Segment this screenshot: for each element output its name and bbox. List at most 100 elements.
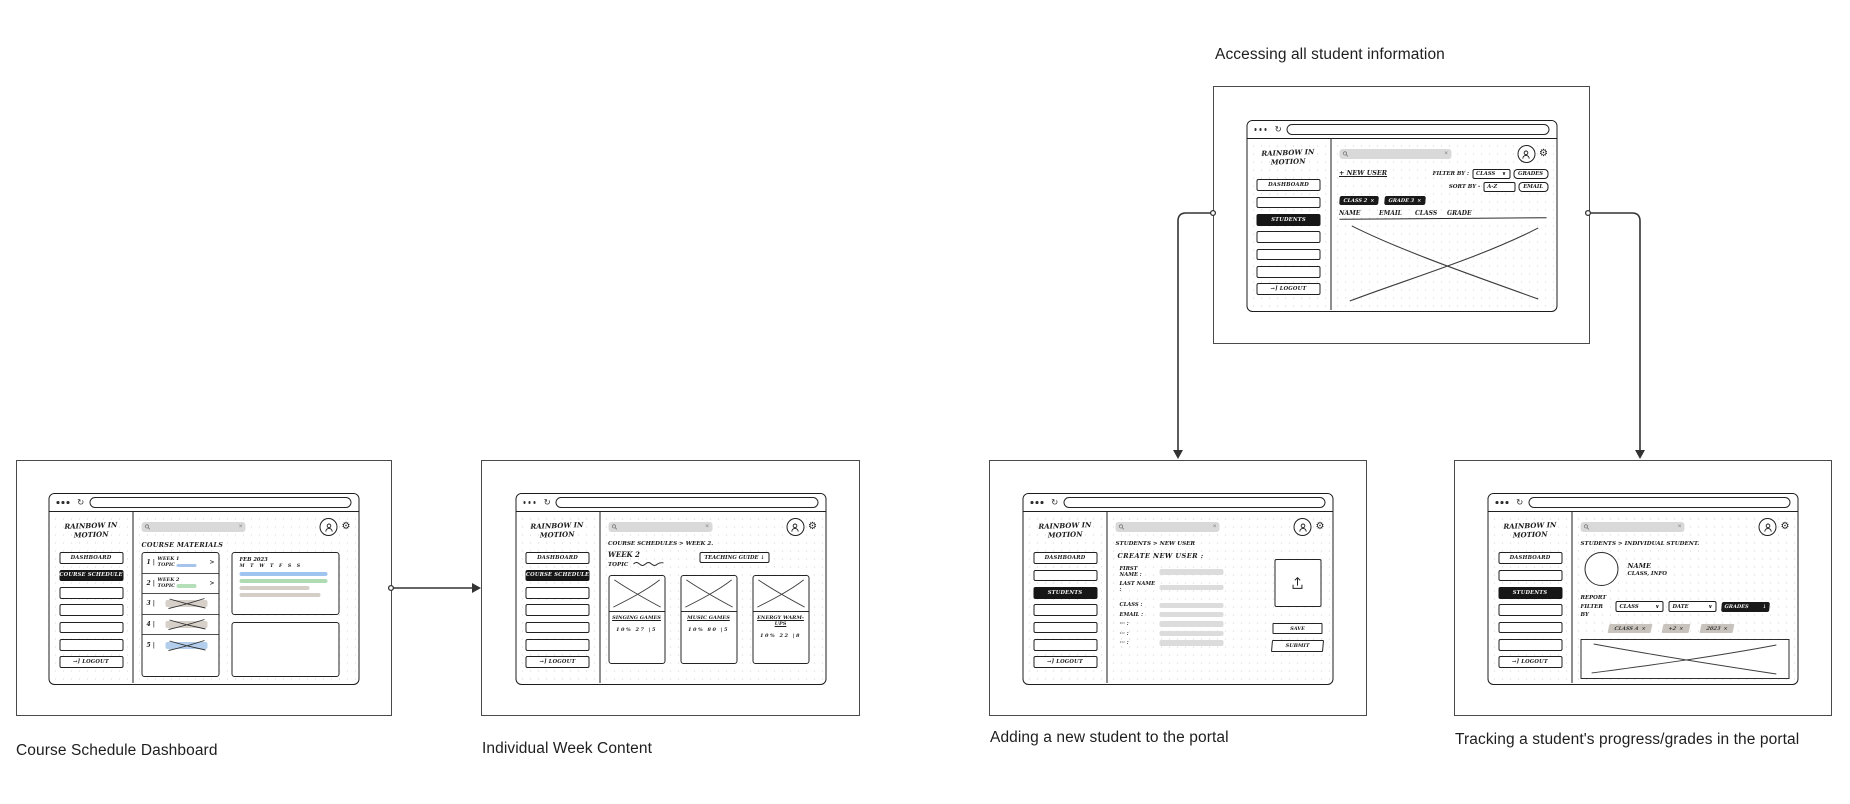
grades-filter-button[interactable]: GRADES bbox=[1513, 169, 1548, 179]
sidebar-item-blank[interactable] bbox=[1256, 231, 1321, 243]
search-input[interactable]: × bbox=[1115, 521, 1220, 533]
col-header-class[interactable]: CLASS bbox=[1415, 210, 1438, 217]
text-field[interactable] bbox=[1159, 569, 1224, 575]
upload-box[interactable] bbox=[1274, 559, 1321, 607]
week-row[interactable]: 2 | WEEK 2 TOPIC > bbox=[142, 574, 219, 594]
grades-export-button[interactable]: GRADES ↓ bbox=[1721, 601, 1770, 612]
reload-icon[interactable]: ↻ bbox=[543, 497, 551, 508]
sidebar-item-blank[interactable] bbox=[1033, 621, 1097, 634]
class-filter-dropdown[interactable]: CLASS ∨ bbox=[1472, 169, 1511, 179]
gear-icon[interactable]: ⚙ bbox=[1315, 521, 1325, 532]
az-sort-dropdown[interactable]: A-Z bbox=[1483, 181, 1516, 192]
sidebar-item-blank[interactable] bbox=[1033, 638, 1097, 651]
avatar-icon[interactable] bbox=[319, 518, 338, 536]
col-header-email[interactable]: EMAIL bbox=[1379, 210, 1402, 217]
search-input[interactable]: × bbox=[1339, 148, 1451, 160]
logout-button[interactable]: →] LOGOUT bbox=[1256, 283, 1321, 295]
week-row-crossed[interactable]: 4 | bbox=[142, 615, 219, 635]
sidebar-item-blank[interactable] bbox=[59, 586, 123, 599]
sidebar-item-blank[interactable] bbox=[525, 586, 590, 599]
save-button[interactable]: SAVE bbox=[1272, 623, 1323, 634]
date-filter-dropdown[interactable]: DATE ∨ bbox=[1668, 601, 1717, 613]
sidebar-item-blank[interactable] bbox=[1256, 196, 1321, 209]
search-clear-icon[interactable]: × bbox=[1212, 522, 1217, 530]
filter-chip[interactable]: CLASS A × bbox=[1607, 623, 1653, 633]
teaching-guide-button[interactable]: TEACHING GUIDE ↓ bbox=[699, 552, 770, 563]
filter-chip[interactable]: 2023 × bbox=[1699, 623, 1735, 633]
sidebar-item-blank[interactable] bbox=[1256, 265, 1321, 278]
sidebar-item-students[interactable]: STUDENTS bbox=[1033, 586, 1097, 599]
avatar-icon[interactable] bbox=[786, 518, 805, 536]
sidebar-item-blank[interactable] bbox=[59, 621, 123, 634]
class-filter-dropdown[interactable]: CLASS ∨ bbox=[1615, 601, 1664, 613]
sidebar-item-blank[interactable] bbox=[1498, 569, 1562, 582]
col-header-grade[interactable]: GRADE bbox=[1447, 210, 1472, 217]
filter-chip[interactable]: GRADE 3 × bbox=[1384, 196, 1427, 205]
submit-button[interactable]: SUBMIT bbox=[1270, 640, 1325, 652]
sidebar-item-blank[interactable] bbox=[1256, 248, 1321, 261]
reload-icon[interactable]: ↻ bbox=[1051, 497, 1059, 508]
sidebar-item-dashboard[interactable]: DASHBOARD bbox=[525, 552, 590, 565]
search-clear-icon[interactable]: × bbox=[1444, 149, 1448, 157]
sidebar-item-course-schedule[interactable]: COURSE SCHEDULE bbox=[525, 569, 590, 582]
content-card[interactable]: SINGING GAMES 10% 27 |5 bbox=[608, 575, 665, 664]
url-bar[interactable] bbox=[1528, 496, 1791, 509]
close-icon[interactable]: × bbox=[1722, 625, 1729, 632]
new-user-link[interactable]: + NEW USER bbox=[1339, 169, 1388, 177]
text-field[interactable] bbox=[1159, 602, 1224, 609]
sidebar-item-blank[interactable] bbox=[1498, 604, 1562, 616]
search-clear-icon[interactable]: × bbox=[238, 522, 243, 530]
avatar-icon[interactable] bbox=[1517, 145, 1536, 163]
sidebar-item-blank[interactable] bbox=[525, 638, 590, 651]
sidebar-item-dashboard[interactable]: DASHBOARD bbox=[1033, 552, 1097, 565]
breadcrumb[interactable]: COURSE SCHEDULES > WEEK 2. bbox=[608, 541, 714, 547]
sidebar-item-blank[interactable] bbox=[59, 604, 123, 616]
sidebar-item-students[interactable]: STUDENTS bbox=[1256, 213, 1321, 226]
sidebar-item-dashboard[interactable]: DASHBOARD bbox=[1256, 179, 1321, 192]
close-icon[interactable]: × bbox=[1678, 625, 1685, 632]
sidebar-item-blank[interactable] bbox=[525, 604, 590, 616]
col-header-name[interactable]: NAME bbox=[1339, 210, 1361, 217]
text-field[interactable] bbox=[1159, 621, 1224, 627]
calendar-card[interactable]: FEB 2023 M T W T F S S bbox=[231, 552, 340, 615]
avatar-icon[interactable] bbox=[1758, 518, 1777, 536]
reload-icon[interactable]: ↻ bbox=[77, 497, 85, 508]
close-icon[interactable]: × bbox=[1417, 197, 1423, 204]
avatar-icon[interactable] bbox=[1293, 518, 1312, 536]
search-input[interactable]: × bbox=[1580, 521, 1685, 533]
sidebar-item-dashboard[interactable]: DASHBOARD bbox=[1498, 552, 1562, 565]
sidebar-item-course-schedule[interactable]: COURSE SCHEDULE bbox=[59, 569, 123, 582]
search-clear-icon[interactable]: × bbox=[705, 522, 709, 530]
gear-icon[interactable]: ⚙ bbox=[808, 521, 817, 532]
logout-button[interactable]: →] LOGOUT bbox=[1498, 656, 1562, 668]
sidebar-item-dashboard[interactable]: DASHBOARD bbox=[59, 552, 123, 565]
search-clear-icon[interactable]: × bbox=[1677, 522, 1682, 530]
close-icon[interactable]: × bbox=[1369, 197, 1375, 204]
logout-button[interactable]: →] LOGOUT bbox=[59, 656, 123, 668]
week-row-crossed[interactable]: 5 | bbox=[143, 635, 219, 656]
text-field[interactable] bbox=[1159, 612, 1224, 618]
sidebar-item-blank[interactable] bbox=[1498, 621, 1562, 634]
breadcrumb[interactable]: STUDENTS > INDIVIDUAL STUDENT. bbox=[1580, 541, 1700, 547]
logout-button[interactable]: →] LOGOUT bbox=[525, 656, 590, 668]
sidebar-item-blank[interactable] bbox=[1498, 638, 1562, 651]
sidebar-item-blank[interactable] bbox=[1033, 569, 1097, 582]
text-field[interactable] bbox=[1159, 630, 1224, 637]
gear-icon[interactable]: ⚙ bbox=[341, 521, 351, 532]
logout-button[interactable]: →] LOGOUT bbox=[1033, 656, 1097, 668]
sidebar-item-blank[interactable] bbox=[1033, 604, 1097, 616]
filter-chip[interactable]: +2 × bbox=[1661, 623, 1691, 633]
sidebar-item-students[interactable]: STUDENTS bbox=[1498, 586, 1562, 599]
breadcrumb[interactable]: STUDENTS > NEW USER bbox=[1115, 541, 1196, 547]
week-row[interactable]: 1 | WEEK 1 TOPIC > bbox=[142, 553, 219, 574]
content-card[interactable]: ENERGY WARM-UPS 10% 22 |8 bbox=[752, 575, 809, 664]
url-bar[interactable] bbox=[89, 496, 352, 509]
week-row-crossed[interactable]: 3 | bbox=[142, 594, 219, 615]
search-input[interactable]: × bbox=[141, 521, 246, 533]
reload-icon[interactable]: ↻ bbox=[1516, 497, 1524, 508]
sidebar-item-blank[interactable] bbox=[525, 621, 590, 634]
text-field[interactable] bbox=[1159, 584, 1224, 591]
url-bar[interactable] bbox=[555, 496, 818, 509]
url-bar[interactable] bbox=[1063, 496, 1326, 509]
reload-icon[interactable]: ↻ bbox=[1274, 124, 1282, 135]
